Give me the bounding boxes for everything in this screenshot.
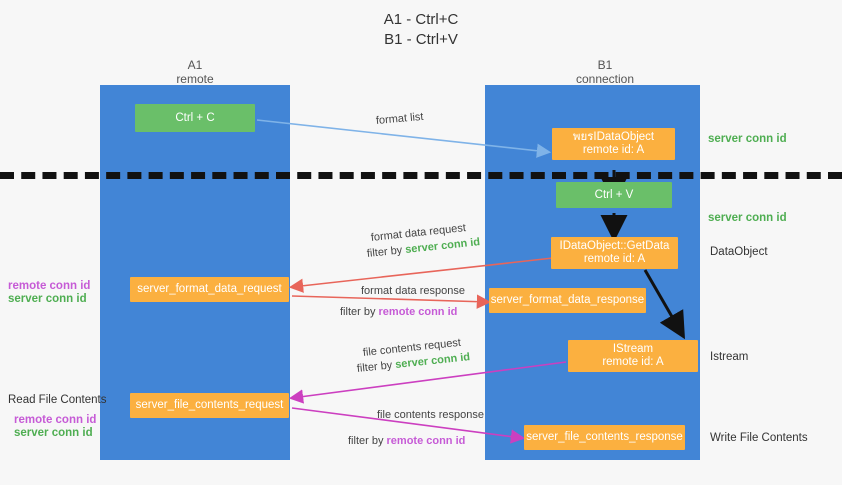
column-b1-sub: connection	[575, 72, 635, 86]
filter-prefix-3: filter by	[356, 359, 396, 375]
column-b1-name: B1	[597, 58, 613, 72]
box-server-format-data-response[interactable]: server_format_data_response	[489, 288, 646, 313]
filter-prefix-4: filter by	[348, 435, 387, 447]
column-header-b1: B1 connection	[525, 58, 685, 86]
box-ole-idataobject-line2: remote id: A	[582, 144, 645, 156]
annotation-file-contents-response: file contents response	[377, 409, 485, 421]
column-header-a1: A1 remote	[115, 58, 275, 86]
label-remote-conn-id-1: remote conn id	[8, 280, 91, 292]
filter-value-2: remote conn id	[378, 306, 458, 318]
box-istream-line1: IStream	[612, 343, 654, 355]
label-remote-conn-id-2: remote conn id	[14, 414, 97, 426]
box-getdata-line1: IDataObject::GetData	[559, 240, 670, 252]
box-istream[interactable]: IStream remote id: A	[568, 340, 698, 372]
box-server-file-contents-response-label: server_file_contents_response	[526, 431, 683, 443]
label-read-file-contents: Read File Contents	[8, 394, 107, 406]
box-server-format-data-request-label: server_format_data_request	[137, 283, 282, 295]
label-server-conn-id-mid: server conn id	[708, 212, 787, 224]
annotation-format-data-response: format data response	[361, 285, 465, 297]
box-server-format-data-request[interactable]: server_format_data_request	[130, 277, 289, 302]
separator-dashed-line	[0, 172, 842, 179]
annotation-file-contents-response-filter: filter by remote conn id	[348, 434, 465, 449]
box-server-format-data-response-label: server_format_data_response	[490, 294, 645, 306]
page-title: A1 - Ctrl+C B1 - Ctrl+V	[0, 10, 842, 50]
box-istream-line2: remote id: A	[602, 356, 664, 368]
column-a1-sub: remote	[176, 72, 214, 86]
column-a1-name: A1	[187, 58, 203, 72]
label-write-file-contents: Write File Contents	[710, 432, 808, 444]
box-server-file-contents-response[interactable]: server_file_contents_response	[524, 425, 685, 450]
box-ole-idataobject[interactable]: พยรIDataObject remote id: A	[552, 128, 675, 160]
annotation-format-data-response-filter: filter by remote conn id	[340, 305, 457, 320]
label-server-conn-id-top: server conn id	[708, 133, 787, 145]
box-idataobject-getdata[interactable]: IDataObject::GetData remote id: A	[551, 237, 678, 269]
box-server-file-contents-request-label: server_file_contents_request	[135, 399, 284, 411]
label-dataobject: DataObject	[710, 246, 768, 258]
box-ole-idataobject-line1: พยรIDataObject	[572, 131, 655, 143]
box-ctrl-c-label: Ctrl + C	[175, 111, 215, 124]
box-getdata-line2: remote id: A	[583, 253, 646, 265]
label-server-conn-id-1: server conn id	[8, 293, 87, 305]
box-ctrl-v-label: Ctrl + V	[594, 188, 634, 201]
box-server-file-contents-request[interactable]: server_file_contents_request	[130, 393, 289, 418]
box-ctrl-v[interactable]: Ctrl + V	[556, 182, 672, 208]
filter-value-4: remote conn id	[386, 435, 466, 447]
title-line-1: A1 - Ctrl+C	[383, 11, 459, 28]
filter-prefix-2: filter by	[340, 306, 379, 318]
label-server-conn-id-2: server conn id	[14, 427, 93, 439]
title-line-2: B1 - Ctrl+V	[384, 31, 458, 48]
box-ctrl-c[interactable]: Ctrl + C	[135, 104, 255, 132]
filter-prefix-1: filter by	[366, 244, 406, 260]
label-istream: Istream	[710, 351, 749, 363]
annotation-format-list: format list	[375, 110, 424, 127]
